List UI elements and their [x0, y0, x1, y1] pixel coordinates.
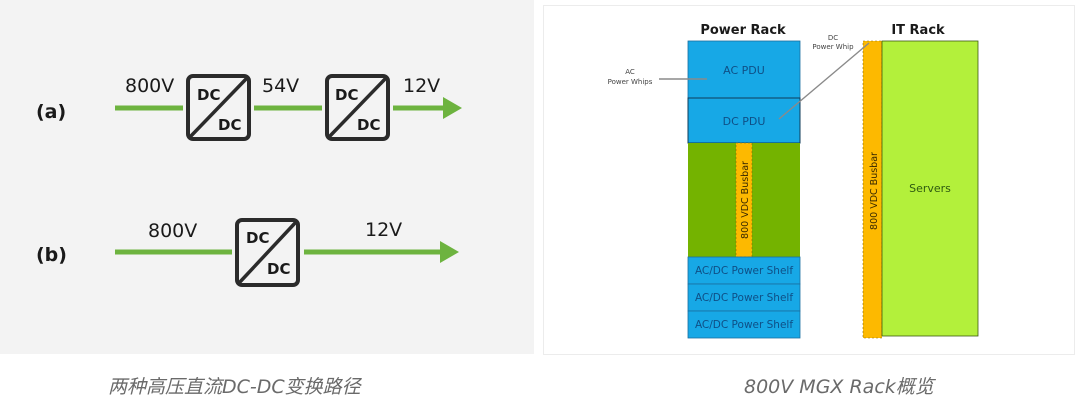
row-b-input-voltage: 800V [148, 220, 197, 242]
row-a-label: (a) [36, 101, 66, 123]
converter-output-label: DC [357, 116, 380, 134]
power-shelf-2 [687, 283, 801, 312]
left-figure-caption: 两种高压直流DC-DC变换路径 [108, 376, 361, 398]
mgx-rack-diagram: Power Rack IT Rack AC PDU DC PDU 800 VDC… [608, 23, 979, 339]
row-a-output-voltage: 12V [403, 75, 440, 97]
power-rack: AC PDU DC PDU 800 VDC Busbar AC/DC Power… [687, 40, 801, 339]
converter-input-label: DC [246, 229, 269, 247]
power-rack-title: Power Rack [700, 23, 786, 38]
ac-power-whips-label-line1: AC [625, 68, 635, 76]
power-shelf-1-label: AC/DC Power Shelf [695, 265, 793, 277]
converter-input-label: DC [197, 86, 220, 104]
ac-pdu-block [687, 40, 801, 99]
ac-pdu-label: AC PDU [723, 64, 765, 77]
it-rack-title: IT Rack [891, 23, 945, 38]
servers-block [881, 40, 979, 337]
dc-pdu-label: DC PDU [723, 115, 766, 128]
arrow-right-icon [443, 97, 462, 119]
converter-input-label: DC [335, 86, 358, 104]
power-shelf-3-label: AC/DC Power Shelf [695, 319, 793, 331]
it-rack-busbar [862, 40, 883, 339]
row-b-label: (b) [36, 244, 67, 266]
servers-label: Servers [909, 182, 951, 195]
mgx-rack-panel: Power Rack IT Rack AC PDU DC PDU 800 VDC… [543, 5, 1075, 355]
dc-power-whip-arrow [778, 42, 870, 120]
power-shelf-3 [687, 310, 801, 339]
right-figure-caption: 800V MGX Rack概览 [744, 376, 934, 398]
row-a-converter-1: DC DC [186, 74, 251, 141]
converter-output-label: DC [267, 260, 290, 278]
row-b-converter: DC DC [235, 218, 300, 287]
it-rack-busbar-label: 800 VDC Busbar [869, 152, 880, 230]
power-rack-busbar-label: 800 VDC Busbar [740, 161, 751, 239]
converter-output-label: DC [218, 116, 241, 134]
row-a-converter-2: DC DC [325, 74, 390, 141]
dc-power-whip-label-line1: DC [828, 34, 838, 42]
dc-power-whip-label-line2: Power Whip [812, 43, 854, 51]
dc-dc-conversion-diagram: (a) 800V DC DC 54V DC DC 12V (b) 800V DC… [36, 74, 462, 287]
row-a-input-voltage: 800V [125, 75, 174, 97]
row-a-intermediate-voltage: 54V [262, 75, 299, 97]
arrow-right-icon [440, 241, 459, 263]
dc-dc-conversion-panel: (a) 800V DC DC 54V DC DC 12V (b) 800V DC… [0, 0, 534, 354]
dc-pdu-block [687, 97, 801, 144]
ac-power-whips-label-line2: Power Whips [608, 78, 653, 86]
power-shelf-2-label: AC/DC Power Shelf [695, 292, 793, 304]
it-rack: 800 VDC Busbar Servers [862, 40, 979, 339]
row-b-output-voltage: 12V [365, 219, 402, 241]
